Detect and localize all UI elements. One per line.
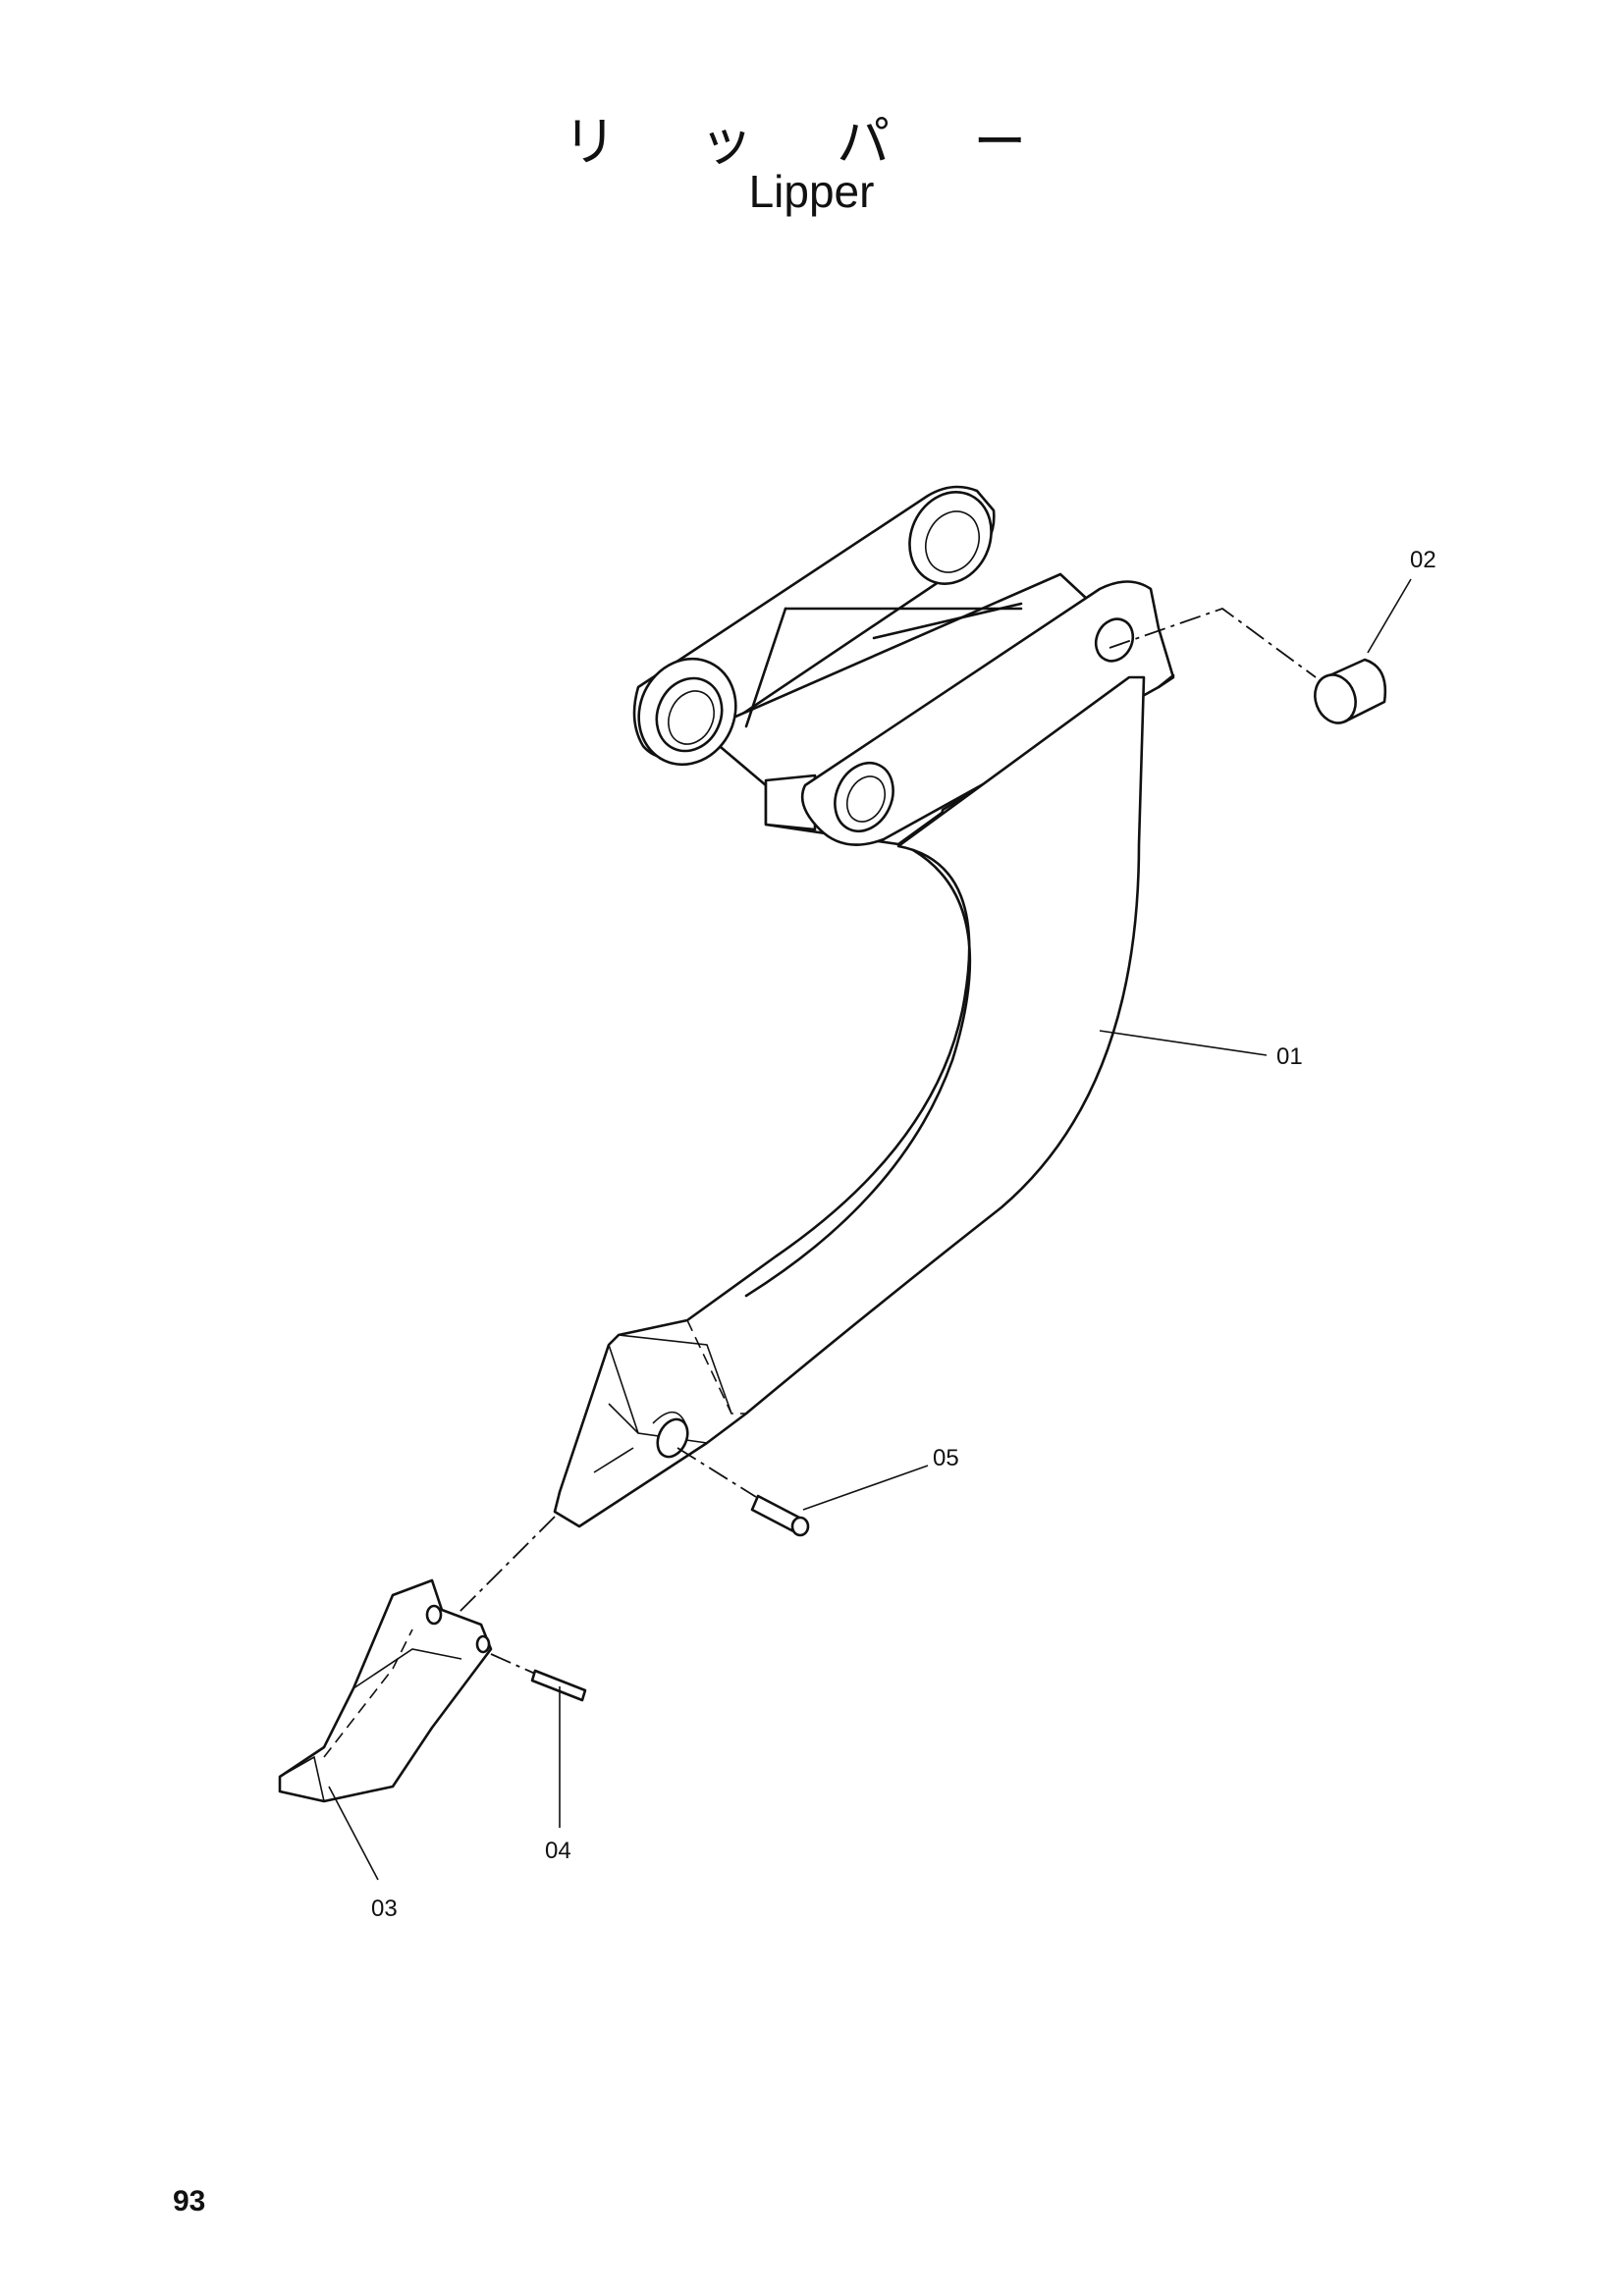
- pin-05: [676, 1447, 810, 1537]
- mounting-bracket: [632, 485, 1175, 846]
- callout-01: 01: [1276, 1043, 1303, 1070]
- page-number: 93: [173, 2185, 206, 2217]
- callout-04: 04: [545, 1838, 571, 1864]
- shank: [553, 675, 1146, 1528]
- bushing-02: [1109, 607, 1387, 724]
- pin-04: [490, 1653, 587, 1702]
- callout-03: 03: [371, 1896, 398, 1922]
- title-english: Lipper: [748, 166, 875, 217]
- title-japanese: リ ッ パ ー: [563, 111, 1060, 173]
- leader-lines: [328, 578, 1412, 1881]
- callout-02: 02: [1410, 547, 1436, 573]
- tooth-03: [278, 1516, 556, 1803]
- callout-05: 05: [933, 1445, 959, 1471]
